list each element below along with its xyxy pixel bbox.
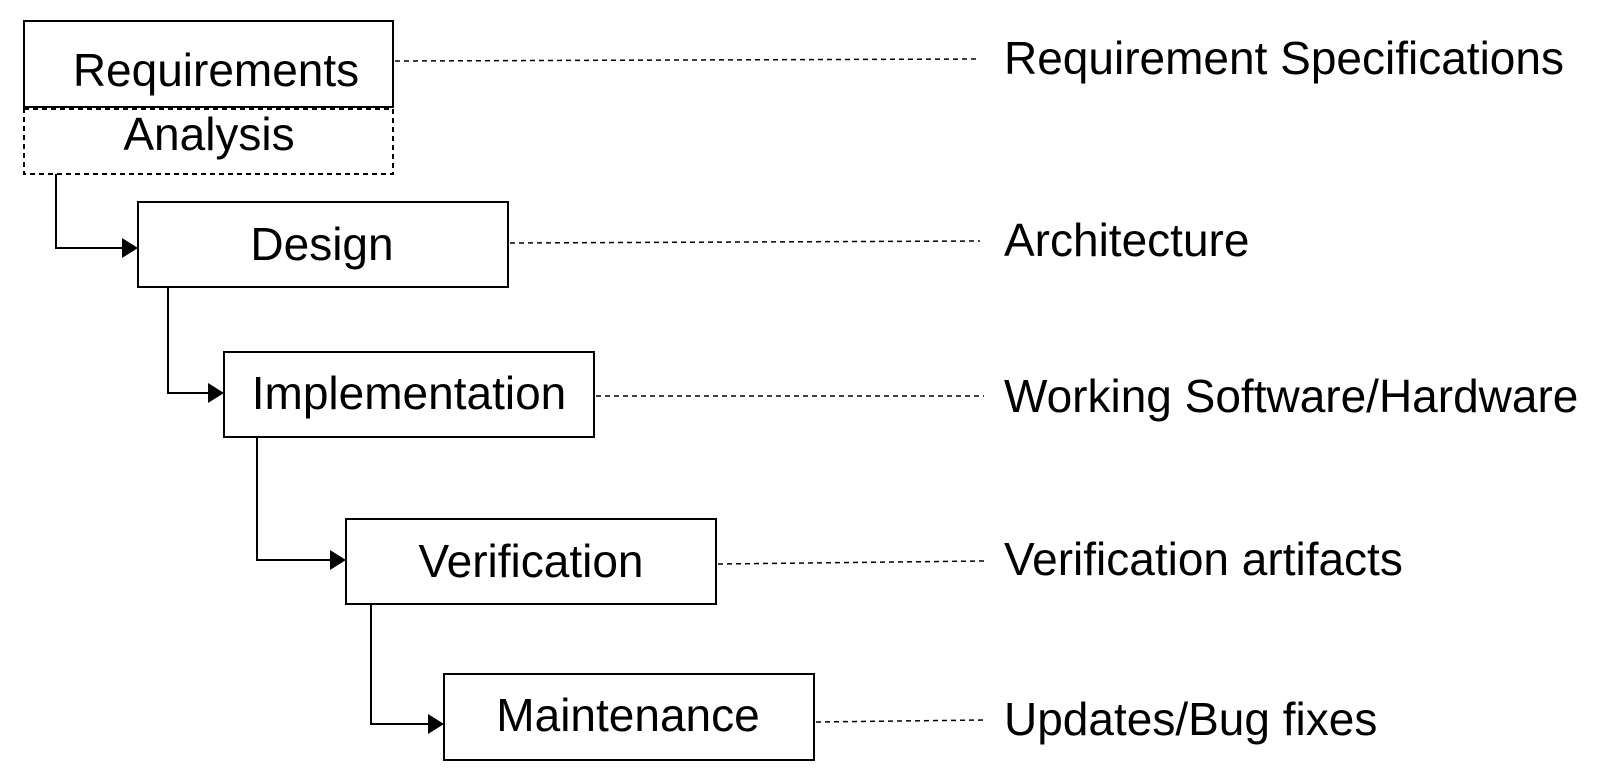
stage-box-verification [345,518,717,605]
flow-connector-verification-to-maintenance [370,604,444,734]
connector-line [256,437,332,561]
arrow-head-icon [330,550,346,570]
stage-box-maintenance [443,673,815,761]
connector-line [167,287,210,394]
stage-sub-box-analysis [23,108,394,175]
stage-box-requirements [23,20,394,108]
artifact-label-verification-artifacts: Verification artifacts [1004,533,1403,585]
stage-sublabel-analysis: Analysis [123,108,294,160]
stage-design: Design Architecture [137,201,1249,288]
stage-label-verification: Verification [418,535,643,587]
connector-line [370,604,430,725]
leader-line-verification [717,560,985,565]
leader-line-design [509,240,981,244]
flow-connector-implementation-to-verification [256,437,346,570]
stage-verification: Verification Verification artifacts [345,518,1403,605]
artifact-label-working-software-hardware: Working Software/Hardware [1004,370,1578,422]
stage-label-implementation: Implementation [252,367,567,419]
flow-connector-requirements-to-design [55,174,138,258]
flow-connector-design-to-implementation [167,287,224,403]
artifact-label-requirement-specifications: Requirement Specifications [1004,32,1564,84]
arrow-head-icon [428,714,444,734]
arrow-head-icon [208,383,224,403]
artifact-label-updates-bug-fixes: Updates/Bug fixes [1004,693,1377,745]
connector-line [55,174,124,249]
stage-box-implementation [223,351,595,438]
stage-label-design: Design [250,218,393,270]
stage-label-maintenance: Maintenance [496,689,759,741]
leader-line-maintenance [815,719,985,723]
leader-line-requirements [394,58,981,62]
artifact-label-architecture: Architecture [1004,214,1249,266]
stage-box-design [137,201,509,288]
stage-label-requirements: Requirements [73,44,359,96]
stage-maintenance: Maintenance Updates/Bug fixes [443,673,1377,761]
stage-requirements: Requirements Analysis Requirement Specif… [23,20,1564,175]
stage-implementation: Implementation Working Software/Hardware [223,351,1578,438]
arrow-head-icon [122,238,138,258]
